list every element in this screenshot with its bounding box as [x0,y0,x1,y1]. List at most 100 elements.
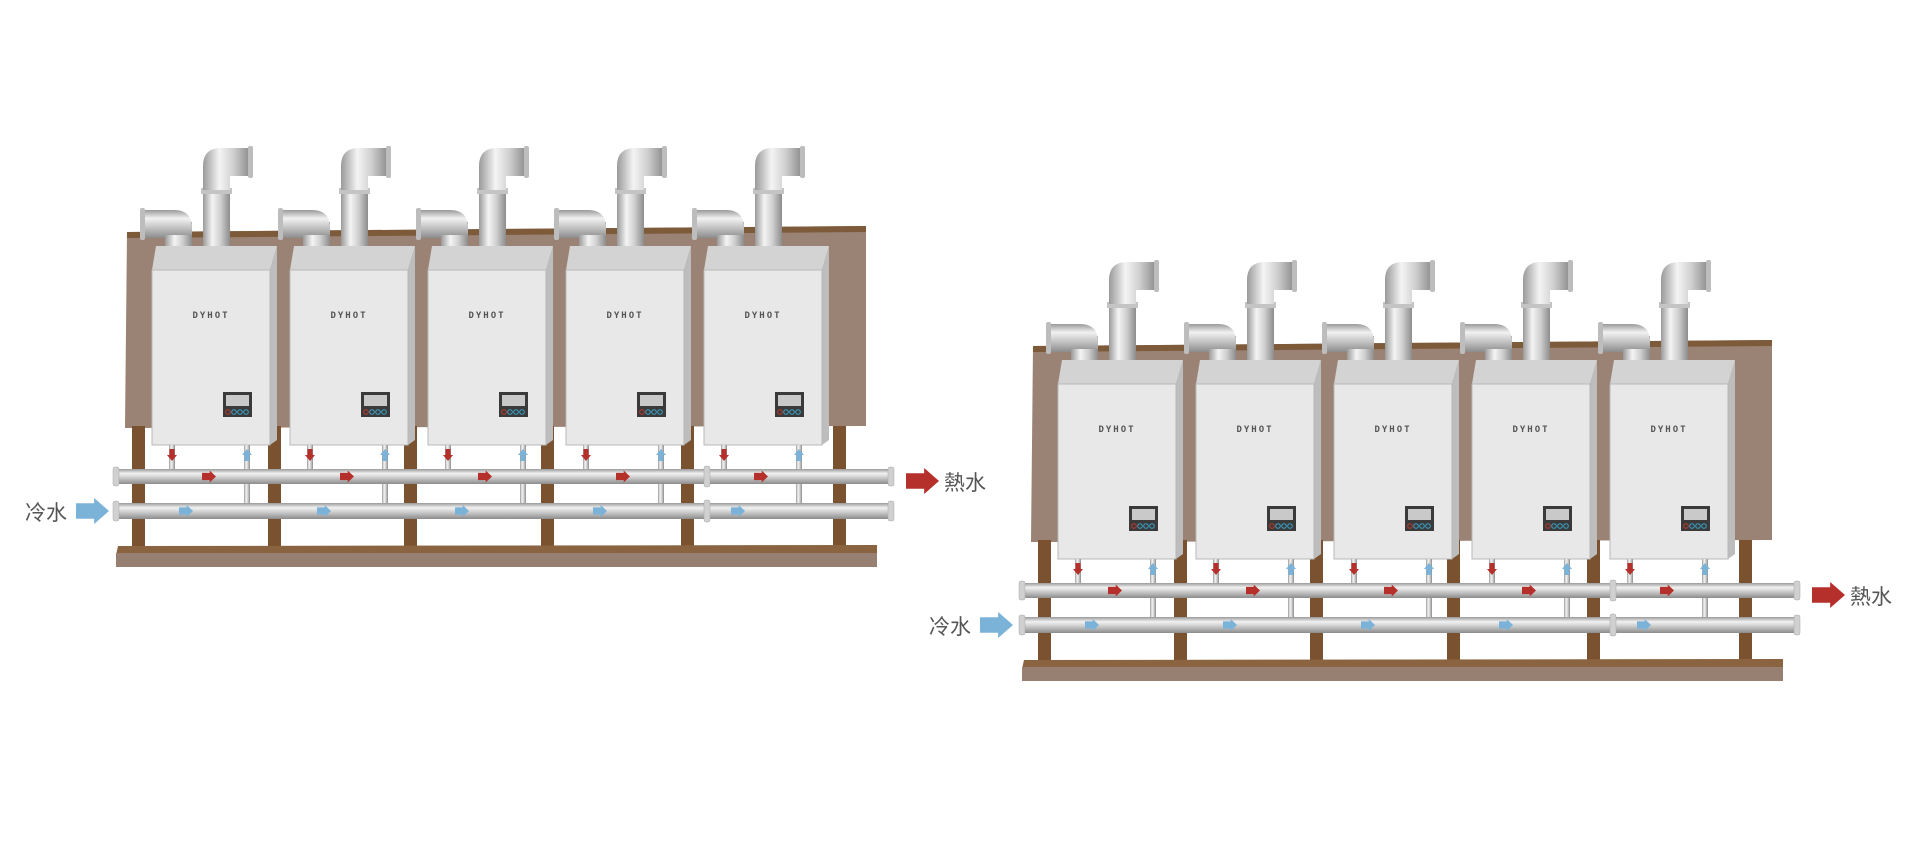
brand-logo: DYHOT [1236,425,1273,435]
heater-front [1057,383,1177,560]
control-button [1701,523,1707,529]
control-button [519,409,525,415]
control-button [1137,523,1143,529]
cold-riser-pipe [796,484,802,503]
flue-elbow [1462,324,1512,352]
control-button [1149,523,1155,529]
hot-flow-arrow-icon [340,470,354,483]
hot-flow-arrow-icon [1211,563,1221,575]
control-button [381,409,387,415]
pipe-flange [887,500,895,522]
control-display [1684,509,1707,520]
water-heater: DYHOT [1046,260,1183,623]
control-display [364,395,387,406]
cold-flow-arrow-icon [1424,563,1434,575]
hot-flow-arrow-icon [1487,563,1497,575]
hot-water-label: 熱水 [944,471,986,495]
pipe-flange [1609,579,1617,602]
hot-flow-arrow-icon [1108,584,1122,597]
flue-joint [615,188,646,194]
cold-flow-arrow-icon [455,505,469,517]
flue-elbow [341,148,388,190]
control-display [1408,509,1431,520]
flue-cap [248,146,253,178]
brand-logo: DYHOT [192,311,229,321]
cold-water-label: 冷水 [929,615,971,639]
support-leg [404,426,417,551]
flue-elbow [755,148,802,190]
brand-logo: DYHOT [468,311,505,321]
cold-flow-arrow-icon [593,505,607,517]
hot-water-arrow-icon [1812,582,1845,608]
heater-front [1609,383,1729,560]
brand-logo: DYHOT [1098,425,1135,435]
cold-flow-arrow-icon [1499,619,1513,631]
control-button [369,409,375,415]
heater-top [1058,360,1183,384]
water-heater: DYHOT [1184,260,1321,623]
flue-elbow [694,210,744,238]
cold-water-header-pipe [116,503,892,519]
hot-flow-arrow-icon [1349,563,1359,575]
heater-front [1195,383,1315,560]
hot-water-arrow-icon [906,468,939,494]
support-leg [1739,540,1752,665]
pipe-flange [1793,614,1801,636]
heater-front [151,269,271,446]
heater-top [1610,360,1735,384]
control-button [363,409,369,415]
support-leg [1038,540,1051,665]
control-display [1270,509,1293,520]
flue-joint [1107,302,1138,308]
flue-cap [1184,322,1189,354]
heater-top [1334,360,1459,384]
cold-riser-pipe [1564,598,1570,617]
brand-logo: DYHOT [606,311,643,321]
heater-top [1472,360,1597,384]
control-button [1683,523,1689,529]
heater-side [270,246,277,445]
heater-side [822,246,829,445]
flue-cap [524,146,529,178]
flue-cap [662,146,667,178]
flue-elbow [1247,262,1294,304]
control-display [1132,509,1155,520]
heater-side [546,246,553,445]
control-button [237,409,243,415]
cold-flow-arrow-icon [1286,563,1296,575]
flue-elbow [280,210,330,238]
flue-elbow [1523,262,1570,304]
brand-logo: DYHOT [744,311,781,321]
control-button [1419,523,1425,529]
cold-riser-pipe [1426,598,1432,617]
hot-water-header-pipe [116,469,892,484]
flue-joint [1383,302,1414,308]
flue-elbow [617,148,664,190]
support-leg [132,426,145,551]
flue-elbow [479,148,526,190]
heater-front [427,269,547,446]
control-button [1551,523,1557,529]
heater-side [1728,360,1735,559]
hot-flow-arrow-icon [202,470,216,483]
pipe-flange [1609,613,1617,637]
control-button [513,409,519,415]
control-display [502,395,525,406]
heater-top [428,246,553,270]
control-button [1143,523,1149,529]
heater-side [684,246,691,445]
support-leg [681,426,694,551]
hot-water-label: 熱水 [1850,585,1892,609]
flue-cap [1154,260,1159,292]
control-button [1269,523,1275,529]
hot-flow-arrow-icon [305,449,315,461]
flue-cap [1706,260,1711,292]
control-button [375,409,381,415]
control-button [1425,523,1431,529]
flue-joint [201,188,232,194]
heater-front [1471,383,1591,560]
control-button [639,409,645,415]
heater-front [1333,383,1453,560]
water-heater: DYHOT [140,146,277,509]
cold-riser-pipe [658,484,664,503]
